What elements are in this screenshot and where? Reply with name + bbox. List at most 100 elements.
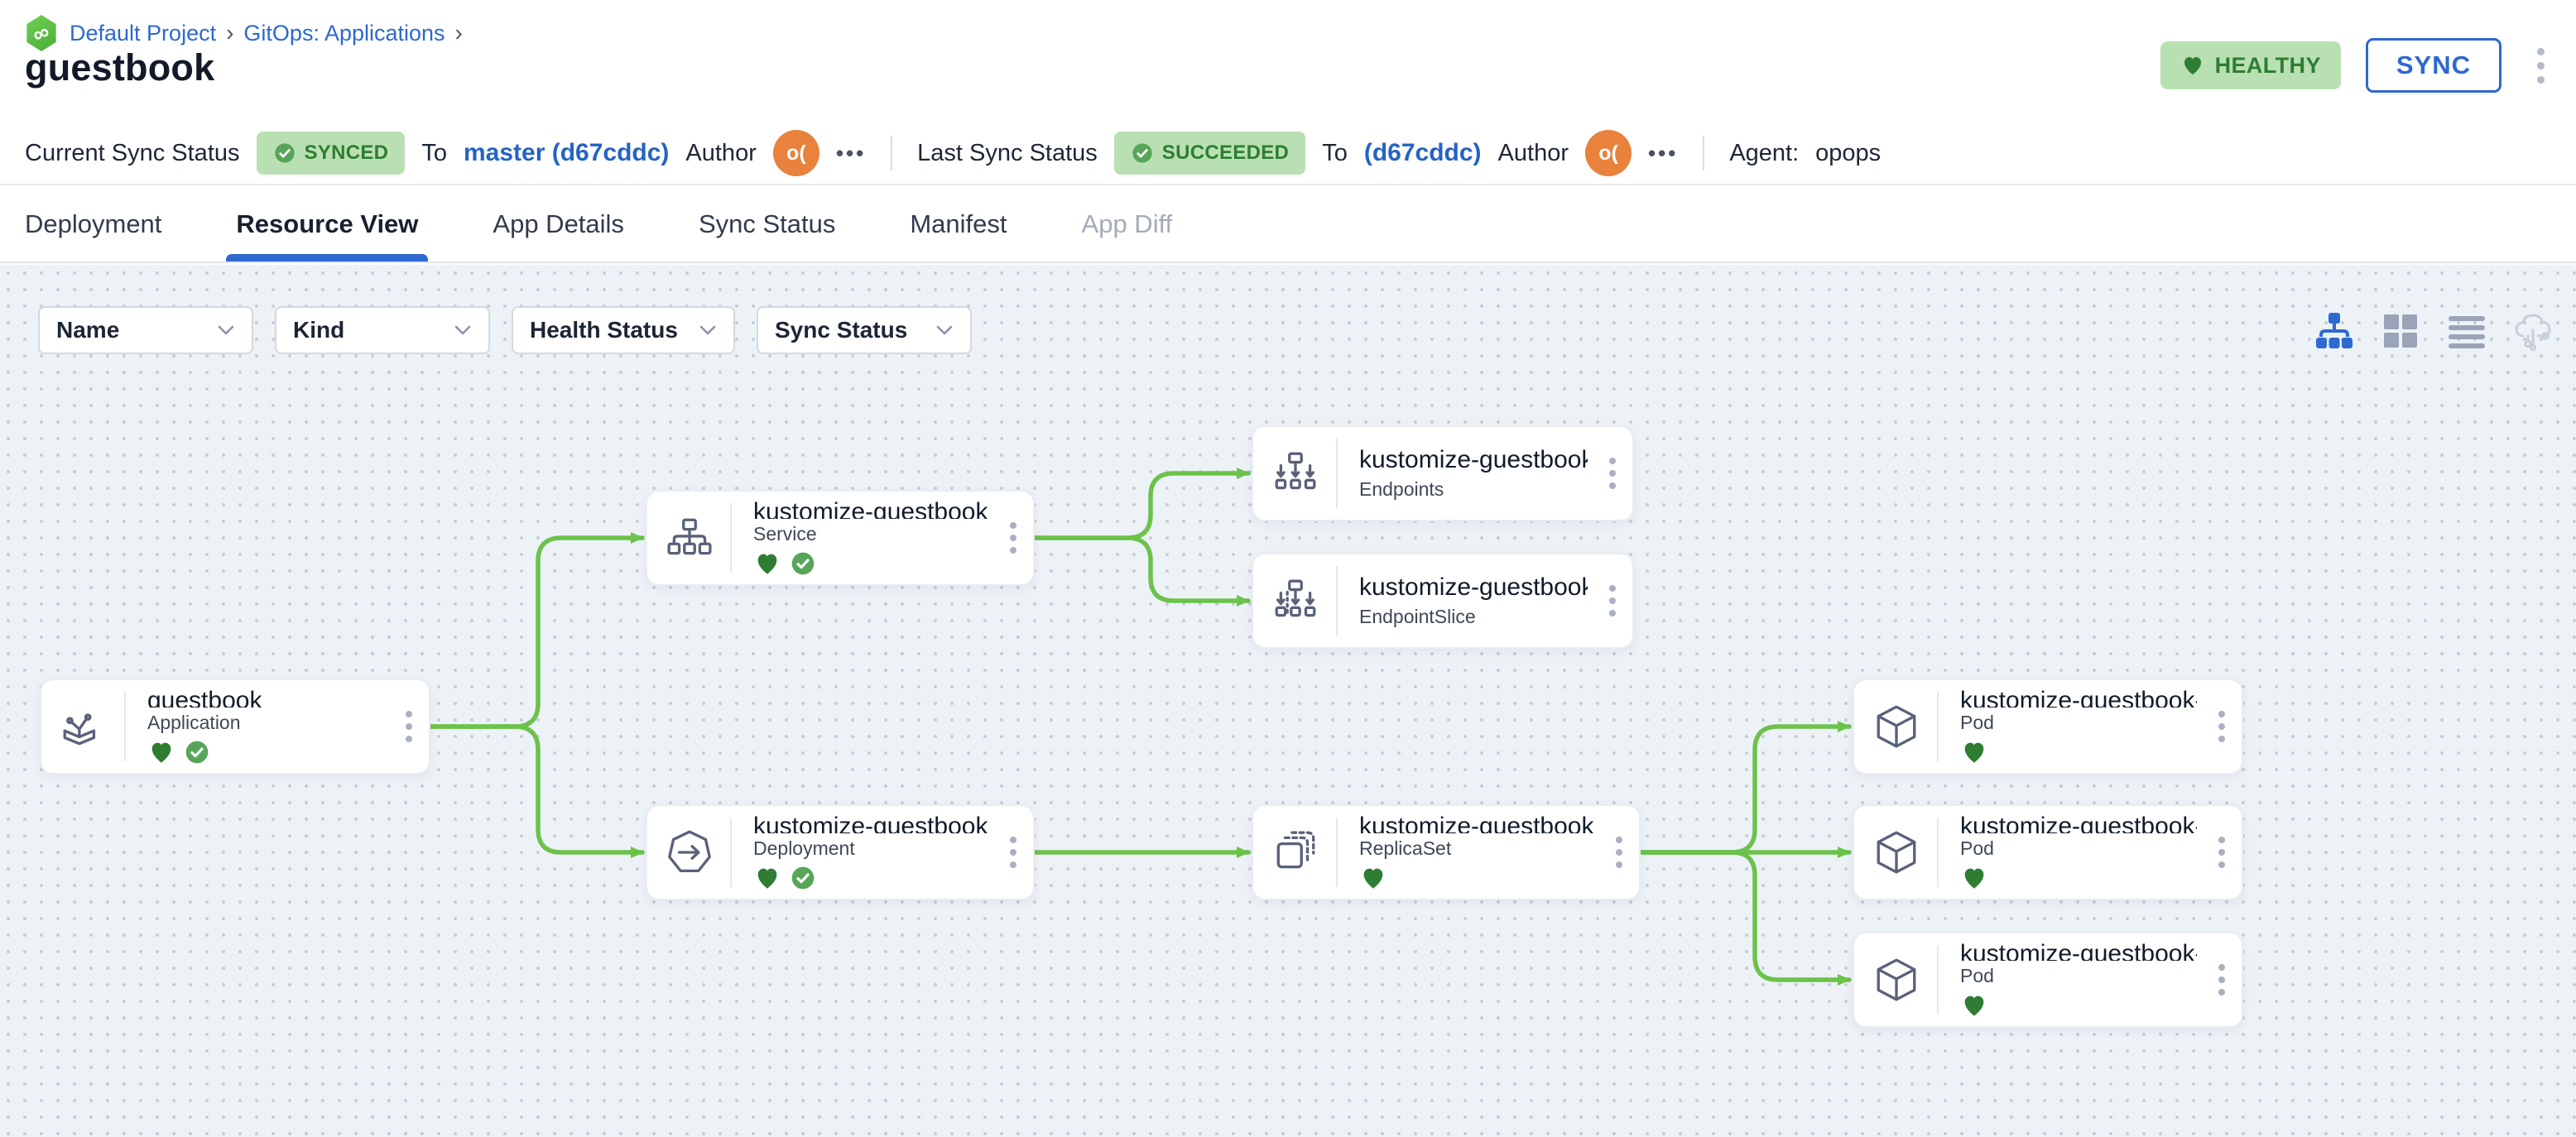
node-pod-2[interactable]: kustomize-guestbook-ui-... Pod — [1853, 804, 2243, 900]
node-endpoints[interactable]: kustomize-guestbook-ui Endpoints — [1252, 425, 1634, 521]
node-kind: Pod — [1960, 712, 1994, 733]
agent-value: opops — [1815, 139, 1882, 166]
node-kind: EndpointSlice — [1359, 606, 1476, 627]
chevron-down-icon — [699, 325, 716, 335]
node-status-icons — [753, 864, 988, 892]
filter-bar: Name Kind Health Status Sync Status — [38, 306, 972, 354]
tab-resource-view[interactable]: Resource View — [226, 187, 429, 261]
last-commit-more-button[interactable]: ••• — [1648, 140, 1679, 166]
breadcrumb-separator: › — [454, 20, 463, 46]
node-more-options-kebab-icon[interactable] — [1593, 427, 1632, 520]
healthy-heart-icon — [1964, 742, 1984, 763]
tree-view-icon — [2316, 313, 2353, 348]
node-more-options-kebab-icon[interactable] — [1593, 554, 1632, 647]
pod-icon — [1877, 831, 1916, 874]
breadcrumb-project-link[interactable]: Default Project — [70, 20, 217, 46]
node-more-options-kebab-icon[interactable] — [993, 806, 1033, 899]
to-label: To — [421, 139, 447, 166]
divider — [891, 136, 893, 170]
current-sync-status-group: Current Sync Status SYNCED To master (d6… — [25, 130, 866, 176]
chevron-down-icon — [936, 325, 953, 335]
edge-service-endpointslice — [1032, 535, 1251, 607]
check-circle-icon — [1132, 143, 1152, 163]
node-status-icons — [1960, 738, 2197, 766]
grid-view-icon — [2384, 314, 2417, 348]
node-service[interactable]: kustomize-guestbook-ui Service — [646, 490, 1035, 586]
tree-view-button[interactable] — [2313, 309, 2356, 353]
resource-graph-pane: Name Kind Health Status Sync Status — [0, 265, 2576, 1137]
synced-badge: SYNCED — [256, 132, 406, 175]
node-kind: ReplicaSet — [1359, 837, 1452, 859]
pod-icon — [1877, 705, 1916, 748]
author-avatar: o( — [1585, 130, 1632, 176]
replicaset-icon — [1276, 831, 1315, 869]
cloud-view-icon — [2515, 314, 2551, 352]
endpointslice-icon — [1275, 579, 1316, 618]
node-more-options-kebab-icon[interactable] — [993, 492, 1033, 584]
synced-check-icon — [791, 866, 815, 890]
node-kind: Pod — [1960, 965, 1994, 986]
edge-guestbook-deployment — [428, 724, 645, 858]
node-status-icons — [147, 738, 384, 766]
node-replicaset[interactable]: kustomize-guestbook-ui-... ReplicaSet — [1252, 804, 1641, 900]
node-status-icons — [753, 549, 988, 578]
node-title: kustomize-guestbook-ui — [753, 813, 988, 833]
succeeded-badge: SUCCEEDED — [1113, 132, 1306, 175]
node-kind: Application — [147, 712, 241, 733]
service-icon — [667, 518, 712, 555]
author-label: Author — [1497, 139, 1569, 166]
last-commit-link[interactable]: (d67cddc) — [1363, 139, 1482, 166]
pod-icon — [1877, 958, 1916, 1001]
chevron-down-icon — [218, 325, 234, 335]
node-deployment[interactable]: kustomize-guestbook-ui Deployment — [646, 804, 1035, 900]
edge-guestbook-service — [428, 532, 645, 729]
node-title: guestbook — [147, 687, 262, 708]
node-more-options-kebab-icon[interactable] — [2202, 680, 2242, 773]
healthy-heart-icon — [757, 554, 777, 574]
grid-view-button[interactable] — [2379, 309, 2422, 353]
health-status-label: HEALTHY — [2214, 52, 2321, 78]
tab-app-details[interactable]: App Details — [493, 187, 624, 261]
last-sync-status-group: Last Sync Status SUCCEEDED To (d67cddc) … — [917, 130, 1678, 176]
breadcrumb: ∞ Default Project › GitOps: Applications… — [25, 15, 463, 51]
node-title: kustomize-guestbook-ui — [1359, 446, 1588, 473]
filter-health-status[interactable]: Health Status — [512, 306, 735, 354]
filter-kind[interactable]: Kind — [275, 306, 490, 354]
node-more-options-kebab-icon[interactable] — [2202, 933, 2242, 1026]
graph-nodes-layer: guestbook Application — [0, 265, 2576, 1137]
node-kind: Pod — [1960, 837, 1994, 859]
node-more-options-kebab-icon[interactable] — [2202, 806, 2242, 899]
filter-sync-status[interactable]: Sync Status — [757, 306, 972, 354]
breadcrumb-separator: › — [226, 20, 234, 46]
node-title: kustomize-guestbook-ui-... — [1960, 940, 2197, 961]
node-status-icons — [1960, 864, 2197, 892]
node-pod-1[interactable]: kustomize-guestbook-ui-... Pod — [1853, 679, 2243, 775]
node-kind: Endpoints — [1359, 478, 1444, 500]
author-label: Author — [685, 139, 757, 166]
sync-button[interactable]: SYNC — [2365, 38, 2502, 93]
agent-group: Agent: opops — [1729, 140, 1881, 167]
cloud-view-button[interactable] — [2511, 309, 2554, 353]
tab-manifest[interactable]: Manifest — [910, 187, 1007, 261]
node-guestbook[interactable]: guestbook Application — [40, 679, 430, 775]
current-commit-link[interactable]: master (d67cddc) — [463, 139, 670, 166]
tab-sync-status[interactable]: Sync Status — [699, 187, 835, 261]
node-status-icons — [1359, 864, 1594, 892]
tab-bar: Deployment Resource View App Details Sync S… — [0, 187, 2576, 263]
node-more-options-kebab-icon[interactable] — [1599, 806, 1639, 899]
tab-deployment[interactable]: Deployment — [25, 187, 161, 261]
list-view-button[interactable] — [2445, 309, 2488, 353]
app-more-options-kebab-icon[interactable] — [2526, 38, 2554, 93]
node-endpointslice[interactable]: kustomize-guestbook-ui-... EndpointSlice — [1252, 553, 1634, 649]
current-commit-more-button[interactable]: ••• — [835, 140, 867, 166]
tab-app-diff[interactable]: App Diff — [1082, 187, 1173, 261]
node-more-options-kebab-icon[interactable] — [389, 680, 429, 773]
filter-name[interactable]: Name — [38, 306, 253, 354]
node-title: kustomize-guestbook-ui-... — [1960, 813, 2197, 833]
edge-replicaset-pod-3 — [1638, 850, 1852, 986]
node-pod-3[interactable]: kustomize-guestbook-ui-... Pod — [1853, 932, 2243, 1028]
edge-service-endpoints — [1032, 468, 1251, 540]
node-kind: Deployment — [753, 837, 855, 859]
breadcrumb-applications-link[interactable]: GitOps: Applications — [243, 20, 445, 46]
current-sync-status-label: Current Sync Status — [25, 139, 240, 166]
